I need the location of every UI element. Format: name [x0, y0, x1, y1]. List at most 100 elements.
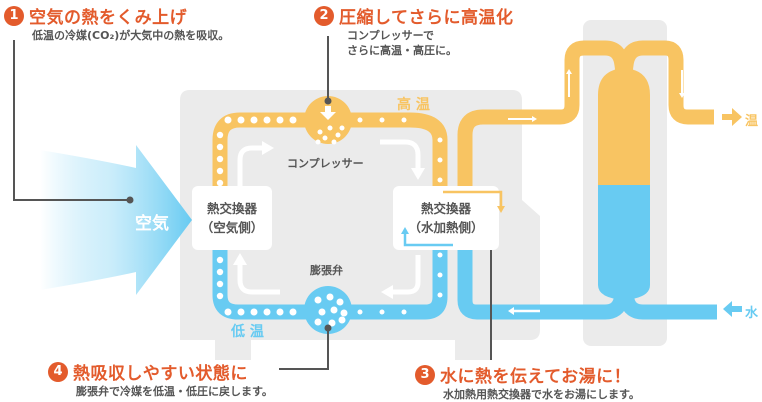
step-number-badge: 3 — [415, 364, 435, 385]
step-number-badge: 1 — [4, 5, 24, 26]
low-temp-label: 低 温 — [231, 324, 264, 340]
heat-exchanger-air-side: 熱交換器 （空気側） — [192, 186, 272, 250]
expansion-valve-label: 膨張弁 — [310, 264, 343, 277]
heat-pump-unit-panel — [180, 90, 540, 340]
refrigerant-dot — [437, 137, 443, 143]
refrigerant-dot — [326, 293, 334, 301]
refrigerant-dot — [263, 308, 271, 316]
refrigerant-dot — [437, 292, 443, 298]
flow-arrow-icon — [532, 116, 537, 122]
refrigerant-dot — [336, 298, 344, 306]
step-description: 水加熱用熱交換器で水をお湯にします。 — [443, 388, 640, 401]
cold-flow-arrow-icon — [401, 227, 409, 234]
refrigerant-dot — [224, 308, 232, 316]
refrigerant-dot — [314, 318, 322, 326]
box-line: 熱交換器 — [420, 201, 471, 216]
refrigerant-dot — [216, 268, 224, 276]
exchanger-flow-arrows — [401, 190, 505, 247]
flow-arrow-icon — [393, 255, 421, 295]
water-in-label: 水 — [745, 306, 759, 321]
refrigerant-dot — [357, 309, 363, 315]
refrigerant-dot — [401, 309, 407, 315]
leader-line — [279, 328, 329, 370]
refrigerant-dot — [437, 252, 443, 258]
compressor-down-arrow-icon — [320, 106, 336, 120]
leader-line — [13, 40, 130, 201]
cold-water-pipe — [457, 245, 717, 320]
cold-flow-arrow-icon — [403, 234, 453, 247]
flow-arrow-icon — [237, 145, 262, 192]
box-line: （水加熱側） — [408, 220, 484, 235]
refrigerant-dot — [335, 132, 341, 138]
heat-exchanger-water-side: 熱交換器 （水加熱側） — [393, 186, 499, 250]
refrigerant-dot — [216, 280, 224, 288]
refrigerant-dot — [340, 309, 348, 317]
flow-arrow-icon — [566, 69, 572, 74]
refrigerant-dot — [357, 117, 363, 123]
refrigerant-dot — [401, 117, 407, 123]
step-description: 膨張弁で冷媒を低温・低圧に戻します。 — [76, 385, 273, 398]
refrigerant-dot — [437, 157, 443, 163]
hot-water-out-arrow-icon — [722, 108, 742, 126]
step-title: 水に熱を伝えてお湯に！ — [440, 367, 632, 387]
step-number-badge: 2 — [314, 5, 334, 26]
refrigerant-dot — [437, 177, 443, 183]
refrigerant-dot — [327, 125, 333, 131]
refrigerant-dot — [224, 116, 232, 124]
step-title: 熱吸収しやすい状態に — [73, 364, 248, 384]
step-description: 低温の冷媒(CO₂)が大気中の熱を吸収。 — [32, 29, 230, 42]
hot-flow-arrow-icon — [497, 206, 505, 213]
refrigerant-dot — [216, 256, 224, 264]
unit-foot — [455, 340, 491, 360]
refrigerant-dot — [237, 116, 245, 124]
leader-dot — [324, 324, 332, 332]
flow-arrow-icon — [381, 285, 393, 299]
flow-arrow-icon — [262, 141, 274, 155]
refrigerant-dot — [216, 292, 224, 300]
flow-arrow-icon — [233, 253, 247, 265]
water-in-arrow-icon — [723, 301, 742, 317]
unit-foot — [215, 340, 251, 360]
refrigerant-dot — [322, 135, 328, 141]
refrigerant-dot — [216, 131, 224, 139]
refrigerant-dot — [318, 308, 326, 316]
tank-cold-section — [598, 185, 650, 300]
flow-arrow-icon — [508, 307, 514, 315]
step-description: さらに高温・高圧に。 — [347, 44, 457, 57]
step-title: 空気の熱をくみ上げ — [29, 8, 188, 28]
step-1: 1 空気の熱をくみ上げ 低温の冷媒(CO₂)が大気中の熱を吸収。 — [4, 3, 229, 43]
hot-water-pipe — [457, 40, 714, 195]
leader-dot — [324, 97, 332, 105]
leader-dot — [126, 196, 134, 204]
refrigerant-dot — [328, 319, 336, 327]
refrigerant-dot — [216, 179, 224, 187]
compressor-label: コンプレッサー — [287, 157, 364, 170]
refrigerant-dot — [276, 308, 284, 316]
box-line: 熱交換器 — [206, 201, 257, 216]
refrigerant-dot — [437, 272, 443, 278]
flow-arrow-icon — [237, 265, 280, 295]
refrigerant-dot — [314, 296, 322, 304]
refrigerant-dot — [216, 143, 224, 151]
air-label: 空気 — [135, 214, 169, 234]
refrigerant-dot — [315, 139, 321, 145]
step-number-badge: 4 — [48, 361, 68, 382]
refrigerant-dot — [339, 125, 345, 131]
flow-arrow-icon — [679, 93, 685, 98]
step-3: 3 水に熱を伝えてお湯に！ 水加熱用熱交換器で水をお湯にします。 — [415, 362, 640, 402]
refrigerant-dot — [330, 306, 338, 314]
refrigerant-dot — [338, 316, 346, 324]
refrigerant-dot — [331, 139, 337, 145]
hot-water-out-label: 温 — [745, 114, 759, 129]
box-line: （空気側） — [200, 220, 264, 235]
hot-flow-arrow-icon — [443, 190, 503, 206]
refrigerant-dot — [237, 308, 245, 316]
refrigerant-dot — [289, 116, 297, 124]
flow-arrow-icon — [380, 139, 421, 168]
air-flow-arrow — [40, 145, 192, 295]
refrigerant-dot — [379, 117, 385, 123]
refrigerant-dot — [216, 155, 224, 163]
tank-hot-section — [598, 68, 650, 185]
refrigerant-dot — [263, 116, 271, 124]
